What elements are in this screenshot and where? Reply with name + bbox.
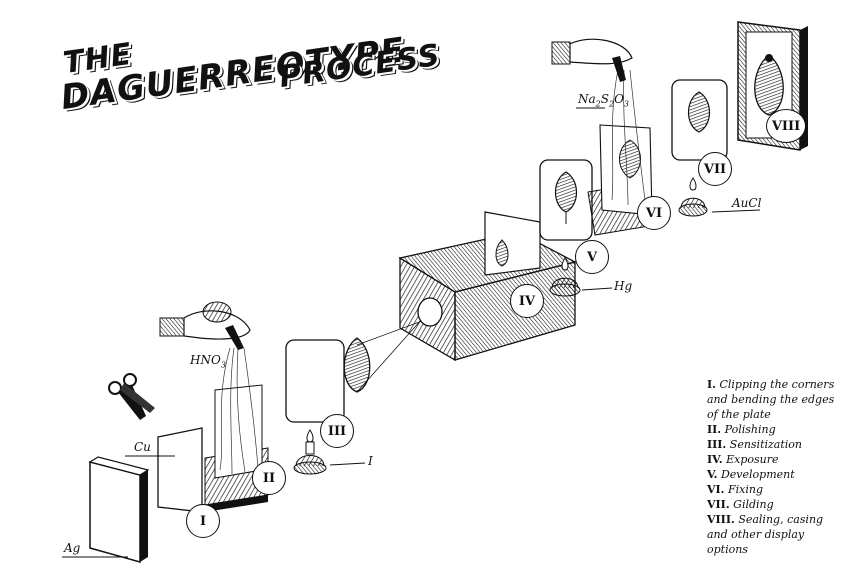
label-iodine: I (368, 454, 373, 468)
label-hg: Hg (614, 279, 633, 293)
step-badge-8: VIII (766, 109, 806, 143)
hand-with-flask (159, 301, 251, 350)
label-cu: Cu (134, 440, 151, 454)
gold-lamp (678, 177, 761, 217)
step-badge-3: III (320, 414, 354, 448)
label-ag: Ag (64, 541, 81, 555)
legend-item: VII. Gilding (707, 498, 774, 511)
hand-with-bottle (551, 38, 633, 109)
step-badge-7: VII (698, 152, 732, 186)
step-badge-2: II (252, 461, 286, 495)
step-legend: I. Clipping the corners and bending the … (707, 377, 847, 557)
legend-item: I. Clipping the corners and bending the … (707, 378, 835, 421)
step-badge-1: I (186, 504, 220, 538)
sensitization-plate (285, 339, 345, 423)
gilding-plate (671, 79, 728, 161)
step-badge-5: V (575, 240, 609, 274)
label-hno3: HNO3 (190, 353, 226, 370)
label-aucl: AuCl (732, 196, 762, 210)
legend-item: V. Development (707, 468, 795, 481)
silver-plate-block (62, 456, 150, 563)
development-plate (539, 159, 593, 241)
label-na2s2o3: Na2S2O3 (578, 92, 630, 109)
iodine-lamp (293, 429, 366, 475)
framed-daguerreotype (737, 21, 808, 151)
step-badge-4: IV (510, 284, 544, 318)
step-badge-6: VI (637, 196, 671, 230)
shears-icon (108, 373, 155, 420)
mercury-lamp (549, 257, 613, 297)
polishing-tray (204, 347, 269, 512)
fixing-tray (587, 69, 656, 236)
legend-item: II. Polishing (707, 423, 776, 436)
legend-item: III. Sensitization (707, 438, 803, 451)
legend-item: VI. Fixing (707, 483, 764, 496)
legend-item: VIII. Sealing, casing and other display … (707, 513, 824, 556)
legend-item: IV. Exposure (707, 453, 779, 466)
